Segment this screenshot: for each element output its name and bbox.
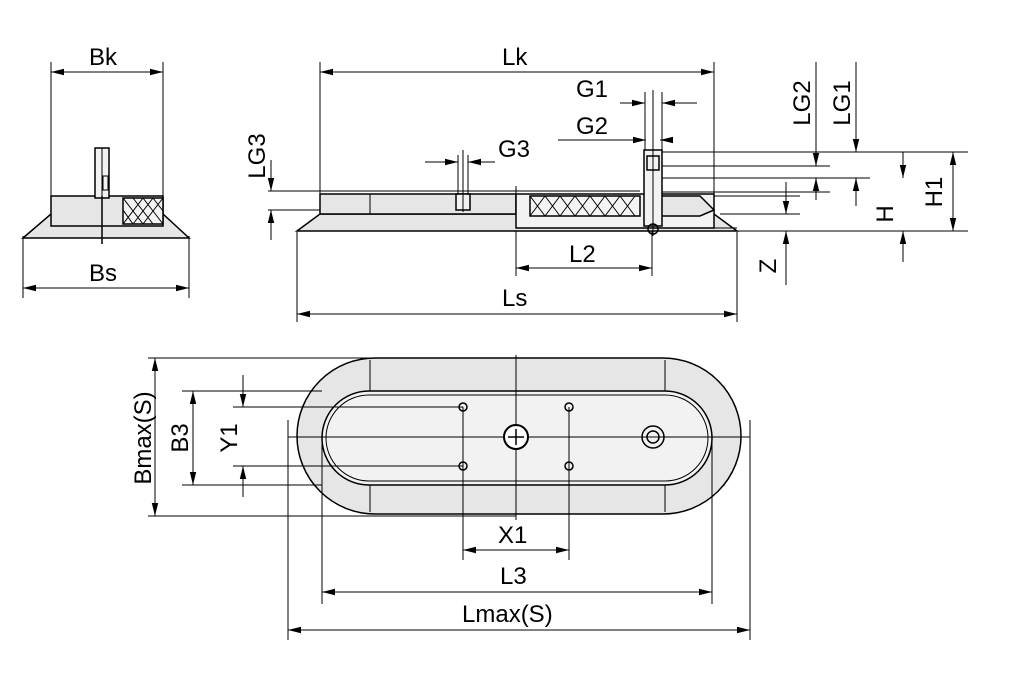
label-bs: Bs bbox=[89, 260, 117, 287]
label-lg1: LG1 bbox=[829, 80, 856, 125]
label-b3: B3 bbox=[167, 423, 194, 452]
label-lg3: LG3 bbox=[244, 133, 271, 178]
label-g1: G1 bbox=[576, 76, 608, 103]
label-bmax: Bmax(S) bbox=[130, 391, 157, 484]
label-bk: Bk bbox=[89, 44, 118, 71]
label-x1: X1 bbox=[498, 522, 527, 549]
label-l3: L3 bbox=[500, 563, 527, 590]
label-g2: G2 bbox=[576, 113, 608, 140]
side-view bbox=[20, 62, 191, 298]
front-view bbox=[267, 62, 968, 322]
label-h: H bbox=[872, 205, 899, 222]
top-view bbox=[148, 355, 751, 640]
label-y1: Y1 bbox=[216, 423, 243, 452]
label-l2: L2 bbox=[569, 241, 596, 268]
label-h1: H1 bbox=[921, 177, 948, 208]
label-z: Z bbox=[755, 259, 782, 274]
label-lg2: LG2 bbox=[789, 80, 816, 125]
label-lmax: Lmax(S) bbox=[462, 601, 553, 628]
label-ls: Ls bbox=[502, 285, 527, 312]
label-g3: G3 bbox=[498, 136, 530, 163]
label-lk: Lk bbox=[502, 44, 528, 71]
